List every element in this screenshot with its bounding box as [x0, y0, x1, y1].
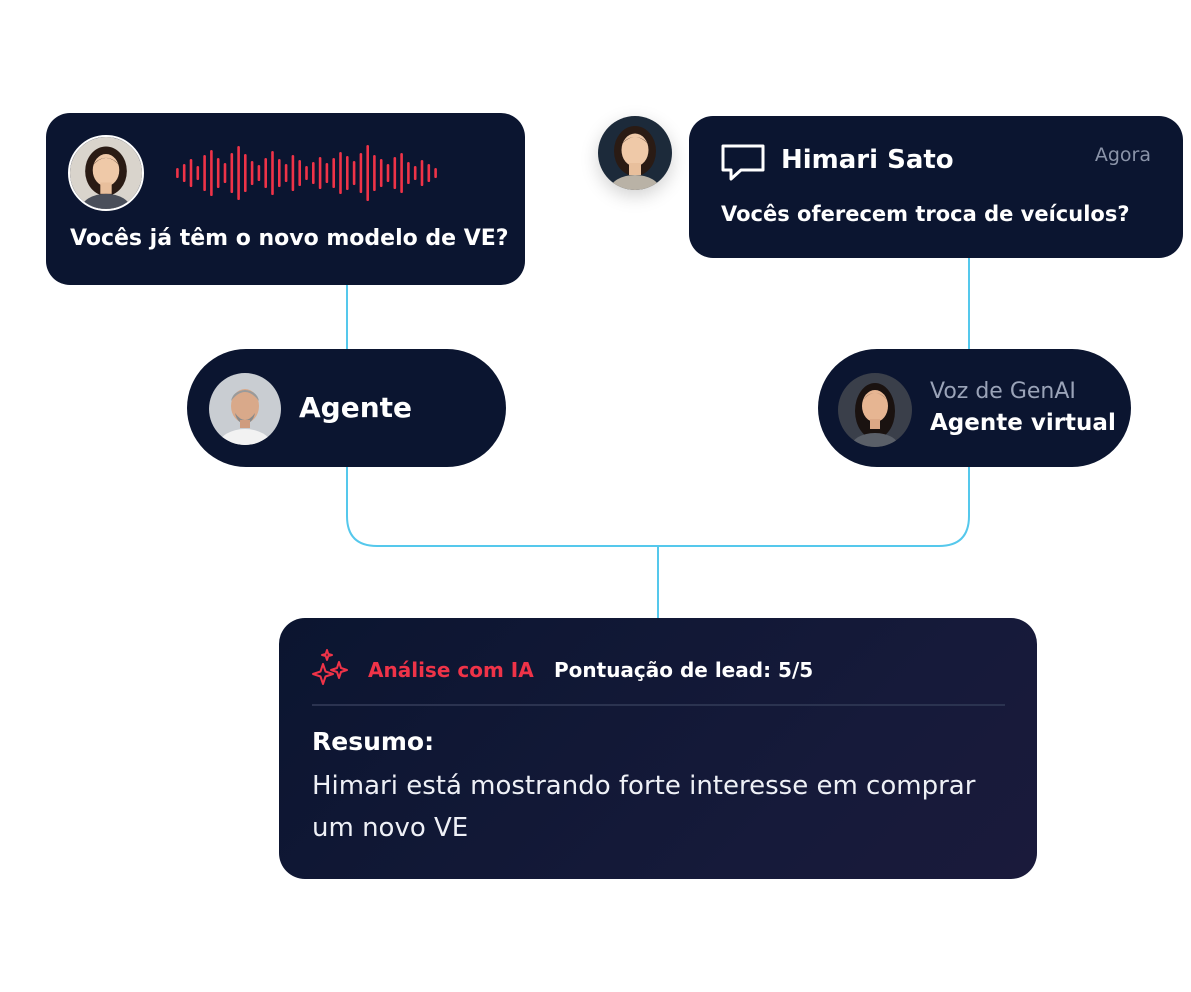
virtual-agent-pill: Voz de GenAI Agente virtual	[818, 349, 1131, 467]
virtual-agent-avatar-icon	[838, 373, 912, 447]
agent-label: Agente	[299, 391, 413, 424]
summary-text: Himari está mostrando forte interesse em…	[312, 771, 976, 843]
voice-waveform-icon	[176, 145, 437, 201]
chat-message-text: Vocês oferecem troca de veículos?	[721, 202, 1130, 226]
sparkle-icon	[312, 649, 348, 685]
lead-score: Pontuação de lead: 5/5	[554, 658, 814, 682]
chat-customer-avatar-icon	[598, 116, 672, 190]
virtual-agent-title: Agente virtual	[930, 410, 1116, 436]
chat-timestamp: Agora	[1094, 144, 1151, 166]
chat-bubble-icon	[721, 144, 765, 181]
agent-avatar-icon	[209, 373, 281, 445]
voice-message-text: Vocês já têm o novo modelo de VE?	[70, 226, 509, 251]
divider	[312, 704, 1005, 706]
chat-message-card: Himari Sato Agora Vocês oferecem troca d…	[689, 116, 1183, 258]
chat-sender-name: Himari Sato	[781, 145, 954, 175]
customer-avatar-icon	[68, 135, 144, 211]
ai-analysis-card: Análise com IA Pontuação de lead: 5/5 Re…	[279, 618, 1037, 879]
agent-pill: Agente	[187, 349, 506, 467]
virtual-agent-subtitle: Voz de GenAI	[930, 379, 1076, 404]
summary-title: Resumo:	[312, 727, 435, 756]
ai-analysis-label: Análise com IA	[368, 658, 534, 682]
connector-merge	[346, 467, 970, 547]
voice-message-card: Vocês já têm o novo modelo de VE?	[46, 113, 525, 285]
